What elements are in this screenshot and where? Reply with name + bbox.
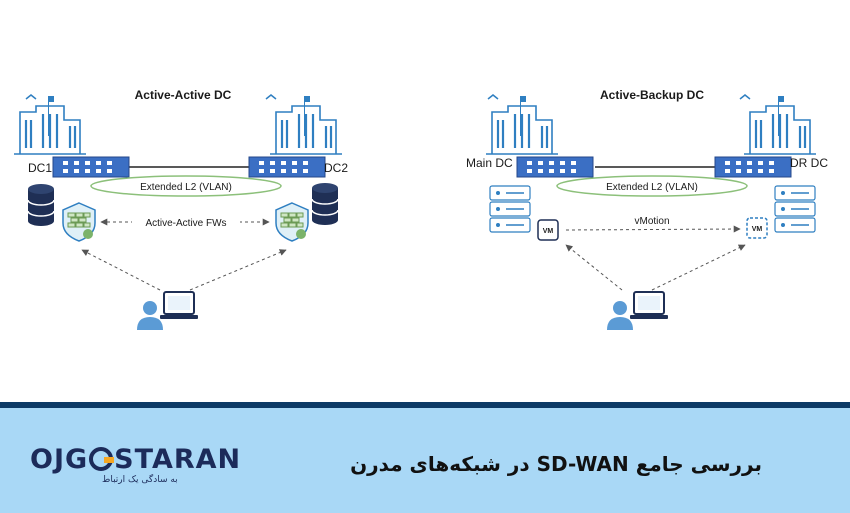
diagram-title: Active-Active DC: [135, 88, 232, 102]
middle-label: vMotion: [634, 216, 669, 227]
server-icon: [774, 185, 816, 201]
switch-icon: [52, 156, 130, 178]
diagram-active-active: Active-Active DC DC1 DC2 Extended L2 (VL…: [12, 88, 348, 331]
server-rack-right: [774, 185, 816, 233]
switch-icon: [516, 156, 594, 178]
l2-label: Extended L2 (VLAN): [606, 182, 698, 193]
vm-label: VM: [752, 226, 763, 233]
middle-label: Active-Active FWs: [145, 218, 226, 229]
article-title: بررسی جامع SD-WAN در شبکه‌های مدرن: [350, 452, 762, 476]
logo-wordmark: OJG STARAN: [30, 445, 241, 475]
site-label-right: DC2: [324, 161, 348, 175]
logo-tagline: به سادگی یک ارتباط: [102, 475, 178, 485]
switch-icon: [248, 156, 326, 178]
database-icon: [311, 182, 339, 226]
server-icon: [774, 217, 816, 233]
signal-icon: [739, 94, 751, 100]
diagram-active-backup: Active-Backup DC Main DC DR DC Extended …: [466, 88, 828, 331]
database-icon: [27, 183, 55, 227]
signal-icon: [25, 94, 37, 100]
firewall-icon: [275, 202, 309, 242]
datacenter-building-icon: [484, 94, 560, 156]
site-label-left: DC1: [28, 161, 52, 175]
banner-divider: [0, 402, 850, 408]
datacenter-building-icon: [12, 94, 88, 156]
site-label-left: Main DC: [466, 156, 513, 170]
site-label-right: DR DC: [790, 156, 828, 170]
logo-text-right: STARAN: [114, 444, 242, 475]
user-arrow-left: [565, 244, 623, 291]
l2-ellipse: [90, 175, 282, 197]
datacenter-building-icon: [742, 94, 818, 156]
l2-ellipse: [556, 175, 748, 197]
server-icon: [489, 185, 531, 201]
vmotion-arrow: [565, 225, 741, 233]
server-icon: [489, 217, 531, 233]
vm-icon-migrated: [746, 217, 768, 239]
user-arrow-right: [651, 244, 746, 291]
switch-icon: [714, 156, 792, 178]
diagram-title: Active-Backup DC: [600, 88, 704, 102]
signal-icon: [265, 94, 277, 100]
user-arrow-left: [81, 249, 161, 291]
server-rack-left: [489, 185, 531, 233]
signal-icon: [487, 94, 499, 100]
label-backdrop: [132, 214, 240, 230]
vm-label: VM: [543, 228, 554, 235]
company-logo: OJG STARAN به سادگی یک ارتباط: [30, 445, 240, 491]
vm-icon: [537, 219, 559, 241]
datacenter-building-icon: [268, 94, 344, 156]
user-laptop-icon: [136, 291, 199, 331]
l2-label: Extended L2 (VLAN): [140, 182, 232, 193]
user-laptop-icon: [606, 291, 669, 331]
user-arrow-right: [189, 249, 287, 291]
firewall-icon: [62, 202, 96, 242]
logo-ring-icon: [89, 447, 115, 471]
logo-text-left: OJG: [30, 444, 89, 475]
server-icon: [489, 201, 531, 217]
server-icon: [774, 201, 816, 217]
footer-banner: [0, 408, 850, 513]
network-diagrams: Active-Active DC DC1 DC2 Extended L2 (VL…: [12, 88, 828, 331]
